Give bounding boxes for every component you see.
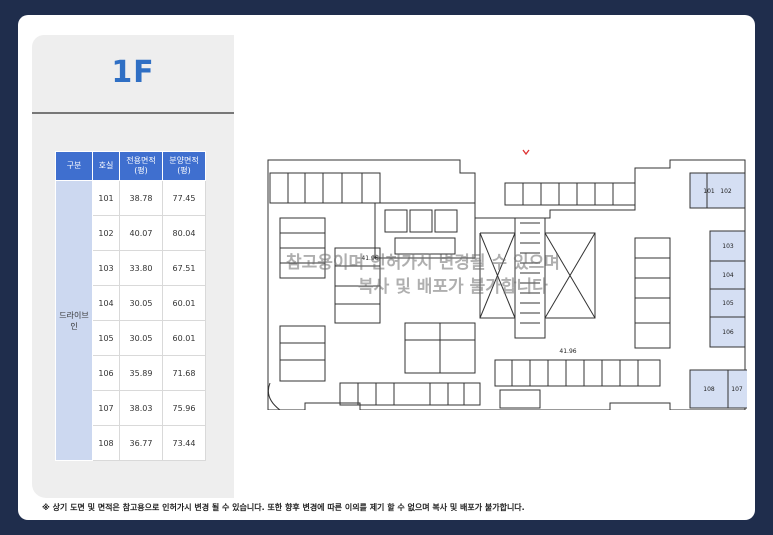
cell-sale: 73.44 (162, 425, 206, 461)
bottom-rooms (339, 382, 481, 406)
unit-104 (709, 260, 746, 290)
cell-exclusive: 35.89 (119, 355, 163, 391)
unit-label-107: 107 (731, 386, 743, 393)
unit-105 (709, 288, 746, 318)
unit-label-108: 108 (703, 386, 715, 393)
cell-sale: 77.45 (162, 180, 206, 216)
cell-exclusive: 38.03 (119, 390, 163, 426)
group-cell: 드라이브인 (55, 180, 93, 461)
parking-row (494, 359, 661, 387)
ramp-left (514, 217, 546, 339)
header-category: 구분 (55, 151, 93, 181)
cell-unit: 106 (92, 355, 120, 391)
cell-exclusive: 30.05 (119, 285, 163, 321)
cell-exclusive: 40.07 (119, 215, 163, 251)
unit-label-103: 103 (722, 243, 734, 250)
unit-107 (727, 369, 747, 409)
title-divider (32, 112, 234, 114)
core-right (634, 237, 671, 349)
unit-label-102: 102 (720, 188, 732, 195)
cell-unit: 104 (92, 285, 120, 321)
unit-label-101: 101 (703, 188, 715, 195)
watermark-line-2: 복사 및 배포가 불가합니다 (358, 277, 548, 297)
cell-unit: 103 (92, 250, 120, 286)
cell-sale: 60.01 (162, 320, 206, 356)
cell-exclusive: 38.78 (119, 180, 163, 216)
header-sale-area: 분양면적 (평) (162, 151, 206, 181)
entrance-arrow-icon (522, 149, 530, 156)
elevation-left: 41.96 (361, 255, 378, 262)
bottom-ramp (499, 389, 541, 409)
curved-wall (267, 382, 281, 410)
unit-106 (709, 316, 746, 348)
elevation-right: 41.96 (559, 348, 576, 355)
header-exclusive-area: 전용면적 (평) (119, 151, 163, 181)
table-header-row: 구분 호실 전용면적 (평) 분양면적 (평) (55, 151, 206, 181)
unit-label-105: 105 (722, 300, 734, 307)
header-unit-label: 호실 (98, 161, 114, 170)
cell-exclusive: 36.77 (119, 425, 163, 461)
left-low-rooms (279, 325, 326, 382)
parking-row-top (504, 182, 636, 206)
header-exclusive-label: 전용면적 (평) (126, 156, 156, 175)
header-sale-label: 분양면적 (평) (169, 156, 199, 175)
header-category-label: 구분 (66, 161, 82, 170)
core-left (374, 202, 476, 259)
cell-unit: 108 (92, 425, 120, 461)
cell-exclusive: 33.80 (119, 250, 163, 286)
floor-plan-drawing: 101 102 103 104 105 106 108 107 41.96 41… (267, 149, 747, 410)
unit-108 (689, 369, 729, 409)
unit-102 (706, 172, 746, 209)
cell-sale: 75.96 (162, 390, 206, 426)
unit-103 (709, 230, 746, 262)
footer-note: ※ 상기 도면 및 면적은 참고용으로 인허가시 변경 될 수 있습니다. 또한… (42, 503, 525, 512)
header-unit: 호실 (92, 151, 120, 181)
watermark-line-1: 참고용이며 인허가시 변경될 수 있으며 (286, 253, 560, 273)
left-top-rooms (269, 172, 381, 204)
cell-unit: 101 (92, 180, 120, 216)
unit-label-104: 104 (722, 272, 734, 279)
floor-title: 1F (111, 55, 155, 90)
cell-sale: 60.01 (162, 285, 206, 321)
cell-exclusive: 30.05 (119, 320, 163, 356)
drive-in-units (689, 172, 747, 409)
cell-unit: 105 (92, 320, 120, 356)
unit-label-106: 106 (722, 329, 734, 336)
cell-sale: 80.04 (162, 215, 206, 251)
cell-sale: 67.51 (162, 250, 206, 286)
cell-unit: 107 (92, 390, 120, 426)
cell-sale: 71.68 (162, 355, 206, 391)
cell-unit: 102 (92, 215, 120, 251)
